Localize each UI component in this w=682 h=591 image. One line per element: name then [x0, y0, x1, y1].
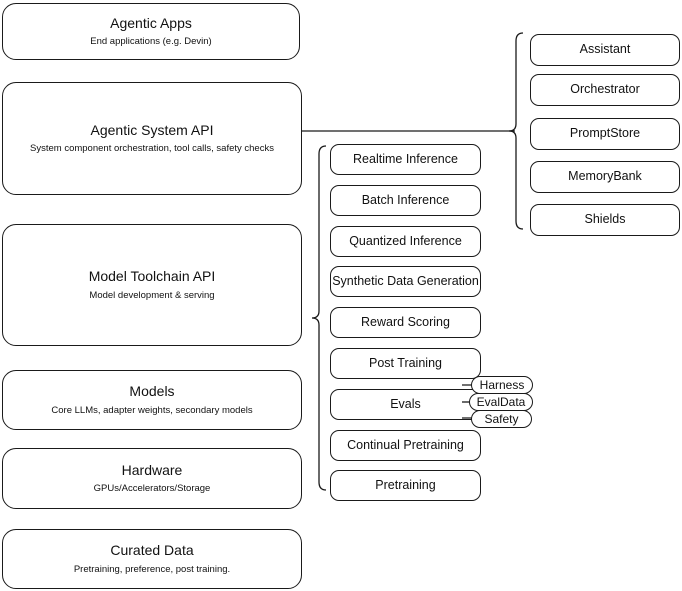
stack-layer-models[interactable]: Models Core LLMs, adapter weights, secon…: [2, 370, 302, 430]
stack-layer-agentic-system-api[interactable]: Agentic System API System component orch…: [2, 82, 302, 195]
stack-layer-agentic-apps[interactable]: Agentic Apps End applications (e.g. Devi…: [2, 3, 300, 60]
capability-label: Realtime Inference: [353, 151, 458, 166]
agentic-component-promptstore[interactable]: PromptStore: [530, 118, 680, 150]
component-label: Orchestrator: [570, 82, 640, 97]
agentic-component-memorybank[interactable]: MemoryBank: [530, 161, 680, 193]
agentic-component-shields[interactable]: Shields: [530, 204, 680, 236]
capability-post-training[interactable]: Post Training: [330, 348, 481, 379]
layer-title: Hardware: [121, 461, 183, 478]
capability-label: Pretraining: [375, 477, 436, 492]
capability-label: Batch Inference: [361, 192, 450, 207]
component-label: Assistant: [579, 42, 631, 57]
layer-subtitle: Model development & serving: [89, 289, 215, 301]
layer-subtitle: Pretraining, preference, post training.: [73, 563, 231, 575]
capability-label: Post Training: [369, 355, 442, 370]
agentic-component-orchestrator[interactable]: Orchestrator: [530, 74, 680, 106]
capability-evals[interactable]: Evals: [330, 389, 481, 420]
component-label: PromptStore: [569, 126, 641, 141]
layer-title: Agentic System API: [90, 121, 214, 138]
capability-label: Quantized Inference: [349, 233, 462, 248]
capability-reward-scoring[interactable]: Reward Scoring: [330, 307, 481, 338]
agentic-component-assistant[interactable]: Assistant: [530, 34, 680, 66]
evals-tag-label: EvalData: [476, 395, 526, 409]
component-label: MemoryBank: [568, 169, 642, 184]
layer-title: Curated Data: [110, 542, 194, 559]
capability-batch-inference[interactable]: Batch Inference: [330, 185, 481, 216]
layer-subtitle: System component orchestration, tool cal…: [30, 143, 274, 155]
capability-synthetic-data-generation[interactable]: Synthetic Data Generation: [330, 266, 481, 297]
stack-layer-hardware[interactable]: Hardware GPUs/Accelerators/Storage: [2, 448, 302, 509]
capability-label: Reward Scoring: [361, 314, 450, 329]
capability-label: Synthetic Data Generation: [332, 273, 479, 288]
stack-layer-curated-data[interactable]: Curated Data Pretraining, preference, po…: [2, 529, 302, 589]
evals-tag-evaldata[interactable]: EvalData: [469, 393, 533, 411]
stack-layer-model-toolchain-api[interactable]: Model Toolchain API Model development & …: [2, 224, 302, 346]
layer-subtitle: GPUs/Accelerators/Storage: [93, 483, 211, 495]
capability-label: Continual Pretraining: [347, 437, 464, 452]
layer-title: Agentic Apps: [110, 14, 192, 31]
capability-label: Evals: [390, 396, 421, 411]
brace-agentic-components: [508, 32, 524, 230]
layer-subtitle: Core LLMs, adapter weights, secondary mo…: [51, 404, 253, 416]
layer-title: Models: [129, 383, 175, 400]
evals-tag-safety[interactable]: Safety: [471, 410, 532, 428]
layer-subtitle: End applications (e.g. Devin): [90, 36, 212, 48]
evals-tag-label: Harness: [479, 378, 525, 392]
brace-toolchain-capabilities: [311, 145, 327, 491]
capability-continual-pretraining[interactable]: Continual Pretraining: [330, 430, 481, 461]
evals-tag-label: Safety: [484, 412, 519, 426]
layer-title: Model Toolchain API: [88, 268, 216, 285]
capability-quantized-inference[interactable]: Quantized Inference: [330, 226, 481, 257]
capability-pretraining[interactable]: Pretraining: [330, 470, 481, 501]
component-label: Shields: [584, 212, 626, 227]
capability-realtime-inference[interactable]: Realtime Inference: [330, 144, 481, 175]
evals-tag-harness[interactable]: Harness: [471, 376, 533, 394]
